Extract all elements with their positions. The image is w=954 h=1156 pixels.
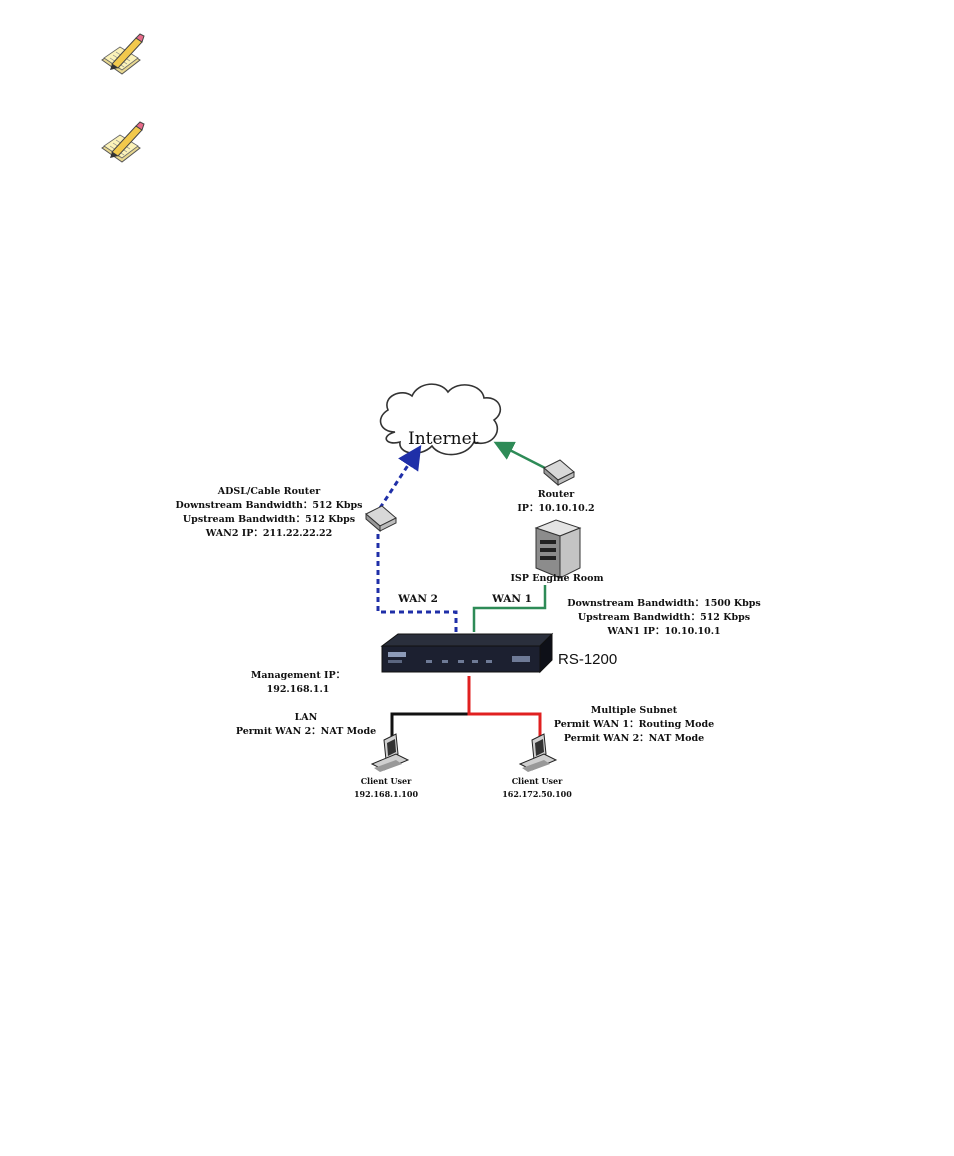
client-pc-icon [370,733,410,772]
client2-title: Client User [512,776,563,786]
rs-1200-device [380,632,554,674]
lan-title: LAN [295,712,318,723]
adsl-router-icon [365,505,397,533]
wan1-downstream: Downstream Bandwidth：1500 Kbps [567,598,761,609]
device-model-label: RS-1200 [558,651,617,668]
client2-ip: 162.172.50.100 [502,789,572,799]
subnet-title: Multiple Subnet [591,705,678,716]
adsl-upstream: Upstream Bandwidth：512 Kbps [183,514,355,525]
wan1-upstream: Upstream Bandwidth：512 Kbps [578,612,750,623]
wan2-uplink [378,444,422,509]
client1-ip: 192.168.1.100 [354,789,418,799]
wan1-ip: WAN1 IP：10.10.10.1 [606,626,720,637]
lan-link [390,676,471,742]
client1-title: Client User [361,776,412,786]
note-pencil-icon [101,121,145,163]
wan2-link [376,530,458,632]
lan-mode: Permit WAN 2：NAT Mode [236,726,376,737]
router-title: Router [538,489,576,500]
subnet-wan1-mode: Permit WAN 1：Routing Mode [554,719,714,730]
cloud-label: Internet [408,429,479,449]
management-ip: 192.168.1.1 [267,684,330,695]
note-pencil-icon [101,33,145,75]
wan1-link [472,585,547,632]
isp-label: ISP Engine Room [510,573,603,584]
wan1-uplink [493,441,546,470]
adsl-downstream: Downstream Bandwidth：512 Kbps [176,500,363,511]
subnet-link [467,676,542,742]
server-icon [534,519,582,579]
subnet-wan2-mode: Permit WAN 2：NAT Mode [564,733,704,744]
router-ip: IP：10.10.10.2 [517,503,594,514]
wan1-label: WAN 1 [491,593,532,605]
adsl-wan2-ip: WAN2 IP：211.22.22.22 [205,528,333,539]
management-label: Management IP： [251,670,345,681]
client-pc-icon [518,733,558,772]
router-icon [543,459,575,487]
adsl-title: ADSL/Cable Router [217,486,322,497]
wan2-label: WAN 2 [397,593,438,605]
